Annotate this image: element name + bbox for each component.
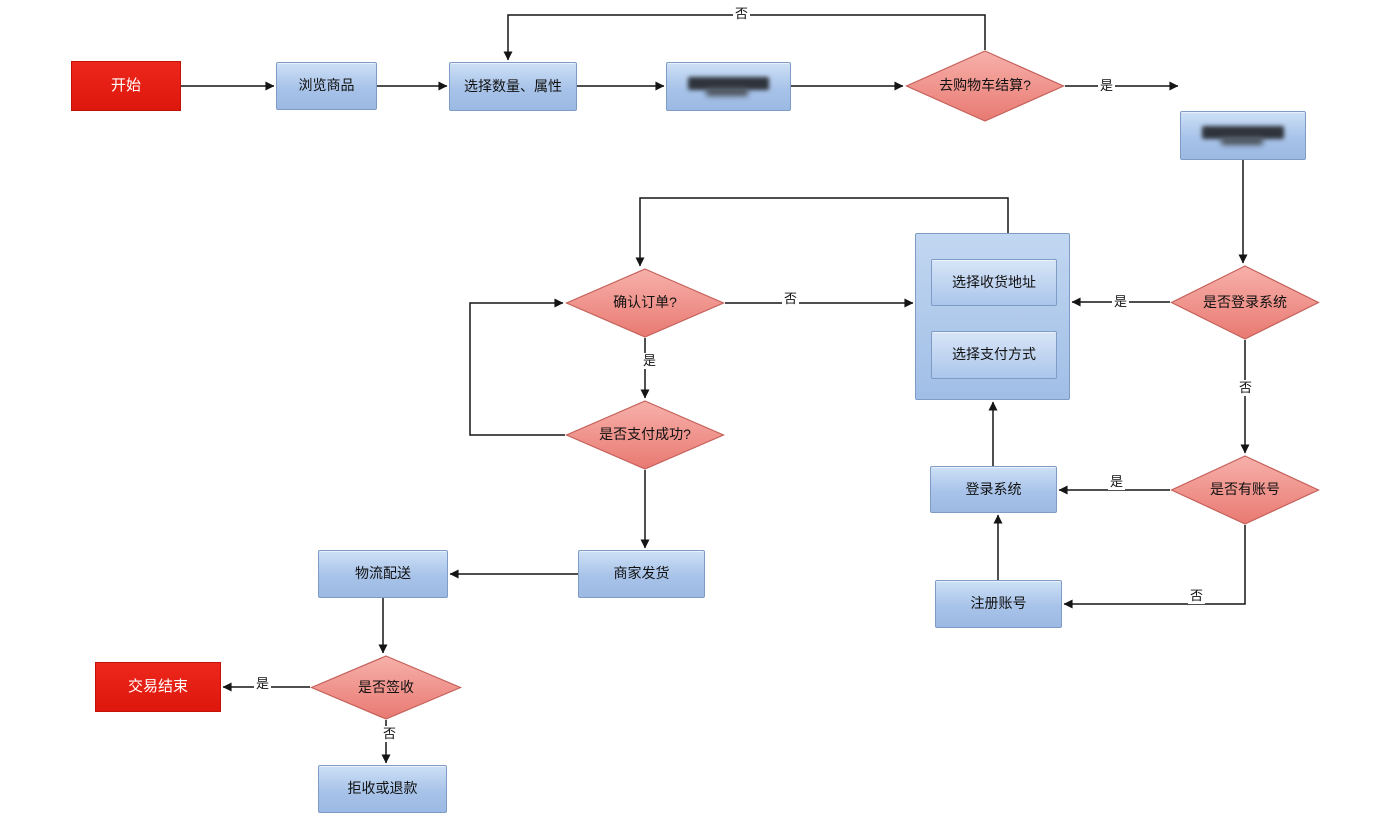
node-login-check-label: 是否登录系统 (1203, 293, 1287, 310)
diamond-shape (905, 50, 1065, 122)
node-browse-products[interactable]: 浏览商品 (276, 62, 377, 110)
node-merchant-ship-label: 商家发货 (613, 565, 670, 582)
edge-label-confirm-yes: 是 (641, 353, 659, 370)
node-login-system-label: 登录系统 (965, 480, 1022, 497)
redacted-text (1202, 126, 1284, 139)
edge-label-confirm-no: 否 (782, 291, 800, 308)
node-to-checkout-label: 去购物车结算? (939, 77, 1031, 94)
node-reject-refund[interactable]: 拒收或退款 (318, 765, 447, 813)
node-logistics-delivery-label: 物流配送 (355, 565, 411, 582)
diamond-shape (310, 655, 462, 720)
node-pay-success-decision[interactable]: 是否支付成功? (565, 400, 725, 470)
node-browse-label: 浏览商品 (298, 77, 355, 94)
node-confirm-order-label: 确认订单? (613, 294, 677, 311)
node-reject-refund-label: 拒收或退款 (347, 780, 418, 797)
node-to-checkout-decision[interactable]: 去购物车结算? (905, 50, 1065, 122)
node-login-system[interactable]: 登录系统 (930, 466, 1057, 513)
edge-label-sign-no: 否 (381, 726, 399, 743)
diamond-shape (565, 400, 725, 470)
node-merchant-ship[interactable]: 商家发货 (578, 550, 705, 598)
node-select-payment[interactable]: 选择支付方式 (931, 331, 1057, 379)
edge-label-login-no: 否 (1237, 380, 1255, 397)
edge-label-checkout-no: 否 (733, 6, 751, 23)
node-select-address[interactable]: 选择收货地址 (931, 259, 1057, 306)
diamond-shape (1170, 455, 1320, 525)
node-sign-receipt-label: 是否签收 (358, 678, 414, 695)
edge-paysuccess-confirm-loop (469, 298, 565, 436)
diamond-shape (1170, 265, 1320, 340)
node-sign-receipt-decision[interactable]: 是否签收 (310, 655, 462, 720)
node-transaction-end-label: 交易结束 (127, 677, 188, 695)
node-register-account-label: 注册账号 (970, 595, 1027, 612)
node-start-label: 开始 (110, 76, 141, 94)
redacted-text (687, 77, 770, 90)
node-select-payment-label: 选择支付方式 (952, 346, 1036, 363)
edge-label-account-yes: 是 (1108, 474, 1126, 491)
edge-label-sign-yes: 是 (254, 676, 272, 693)
edge-panel-confirm (635, 197, 1009, 267)
node-confirm-order-decision[interactable]: 确认订单? (565, 268, 725, 338)
node-has-account-decision[interactable]: 是否有账号 (1170, 455, 1320, 525)
diamond-shape (565, 268, 725, 338)
edge-label-account-no: 否 (1188, 588, 1206, 605)
node-pay-success-label: 是否支付成功? (599, 426, 691, 443)
node-register-account[interactable]: 注册账号 (935, 580, 1062, 628)
node-add-to-cart-redacted[interactable] (666, 62, 791, 111)
redacted-text (1220, 137, 1263, 145)
edge-hasaccount-register (1063, 525, 1246, 609)
node-transaction-end[interactable]: 交易结束 (95, 662, 221, 712)
node-login-check-decision[interactable]: 是否登录系统 (1170, 265, 1320, 340)
edge-label-login-yes: 是 (1112, 294, 1130, 311)
edge-label-checkout-yes: 是 (1098, 78, 1116, 95)
node-logistics-delivery[interactable]: 物流配送 (318, 550, 448, 598)
node-start[interactable]: 开始 (71, 61, 181, 111)
node-has-account-label: 是否有账号 (1210, 481, 1280, 498)
node-select-address-label: 选择收货地址 (952, 273, 1036, 290)
node-cart-redacted[interactable] (1180, 111, 1306, 160)
node-select-quantity[interactable]: 选择数量、属性 (449, 62, 577, 111)
redacted-text (706, 88, 749, 96)
checkout-panel[interactable]: 选择收货地址 选择支付方式 (915, 233, 1070, 400)
node-select-quantity-label: 选择数量、属性 (464, 77, 562, 94)
